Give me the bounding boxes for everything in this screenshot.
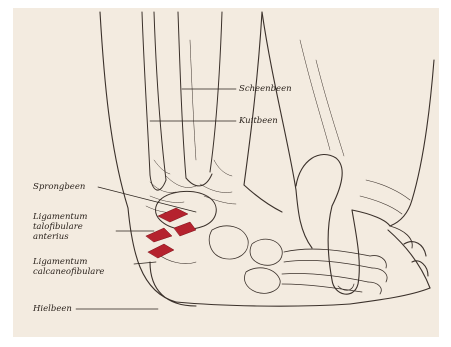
leader-line-ligament-calcaneo [134, 262, 156, 264]
label-ligament-anterior-line3: anterius [33, 232, 69, 242]
label-talus: Sprongbeen [33, 182, 85, 192]
label-ligament-anterior-line1: Ligamentum [33, 212, 87, 222]
label-ligament-calcaneo-line1: Ligamentum [33, 257, 87, 267]
label-shin-bone: Scheenbeen [239, 84, 292, 94]
label-ligament-calcaneo-line2: calcaneofibulare [33, 267, 104, 277]
foot-outline [244, 185, 430, 304]
ankle-soft-tissue [146, 160, 236, 213]
ligament-tear-lower [148, 244, 174, 258]
leader-line-talus [98, 187, 196, 212]
label-calf-bone: Kuitbeen [239, 116, 278, 126]
ligament-tear-middle [146, 228, 172, 242]
label-heel-bone: Hielbeen [33, 304, 72, 314]
ligament-tears [146, 208, 196, 258]
ligament-tear-upper [158, 208, 188, 222]
label-ligament-anterior-line2: talofibulare [33, 222, 83, 232]
tibia-bone [178, 12, 222, 186]
foot-bones [209, 226, 387, 294]
ligament-tear-right [174, 222, 196, 236]
fibula-bone [142, 12, 166, 190]
leg-outline [100, 12, 262, 208]
